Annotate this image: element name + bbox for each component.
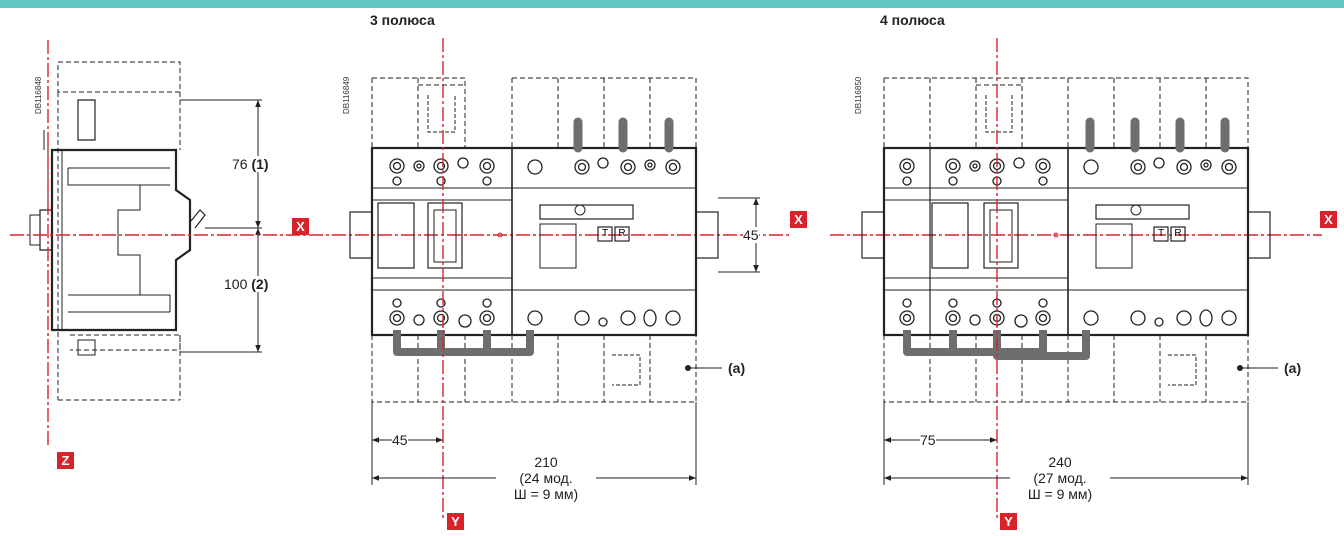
label-a-3p: (a) (728, 360, 746, 376)
axis-x-label-3p: X (790, 211, 807, 228)
dim-210-modules: (24 мод. (519, 470, 573, 486)
dim-240-block: 240 (27 мод. Ш = 9 мм) (1010, 454, 1110, 502)
dim-76: 76 (1) (232, 156, 269, 172)
dim-240-width: Ш = 9 мм) (1027, 486, 1093, 502)
dim-210-width: Ш = 9 мм) (513, 486, 579, 502)
dim-100: 100 (2) (224, 276, 269, 292)
axis-z-label: Z (57, 452, 74, 469)
axis-x-label-side: X (292, 218, 309, 235)
dim-75-horizontal: 75 (920, 432, 936, 448)
axis-y-label-3p: Y (447, 513, 464, 530)
axis-y-label-4p: Y (1000, 513, 1017, 530)
section-title-3-poles: 3 полюса (370, 12, 435, 28)
front-view-4-poles (861, 77, 1271, 403)
dim-210-block: 210 (24 мод. Ш = 9 мм) (496, 454, 596, 502)
dim-210-value: 210 (534, 454, 558, 470)
switch-label-r-3p: R (618, 228, 626, 239)
switch-label-r-4p: R (1174, 228, 1182, 239)
axis-x-label-4p: X (1320, 211, 1337, 228)
section-title-4-poles: 4 полюса (880, 12, 945, 28)
dim-240-value: 240 (1048, 454, 1072, 470)
header-bar (0, 0, 1344, 8)
dim-45-horizontal: 45 (392, 432, 408, 448)
dim-45-vertical: 45 (743, 227, 759, 243)
dim-240-modules: (27 мод. (1033, 470, 1087, 486)
side-view (29, 61, 206, 401)
label-a-4p: (a) (1284, 360, 1302, 376)
switch-label-t-3p: T (601, 228, 609, 239)
switch-label-t-4p: T (1157, 228, 1165, 239)
